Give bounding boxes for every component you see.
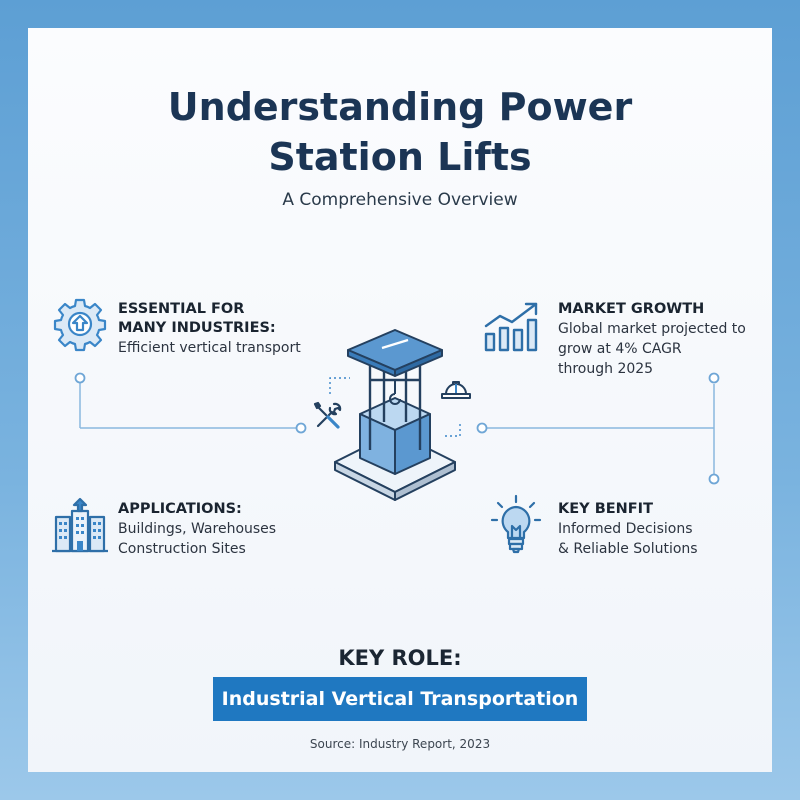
page-title: Understanding Power Station Lifts — [167, 85, 633, 179]
tools-icon — [313, 401, 342, 429]
benefit-line-2: & Reliable Solutions — [558, 541, 698, 557]
benefit-line-1: Informed Decisions — [558, 521, 693, 537]
essential-block: ESSENTIAL FOR MANY INDUSTRIES: Efficient… — [118, 300, 318, 358]
benefit-heading: KEY BENFIT — [558, 501, 653, 517]
key-role-label: KEY ROLE: — [338, 646, 462, 670]
market-heading: MARKET GROWTH — [558, 301, 705, 317]
market-line-3: through 2025 — [558, 361, 654, 377]
key-role-banner: Industrial Vertical Transportation — [213, 677, 587, 721]
market-block: MARKET GROWTH Global market projected to… — [558, 300, 768, 379]
buildings-icon — [52, 497, 108, 553]
applications-heading: APPLICATIONS: — [118, 501, 242, 517]
page-subtitle: A Comprehensive Overview — [282, 190, 518, 210]
power-station-lift-illustration — [329, 329, 461, 501]
essential-heading-2: MANY INDUSTRIES: — [118, 320, 276, 336]
lightbulb-icon — [490, 494, 542, 554]
applications-block: APPLICATIONS: Buildings, Warehouses Cons… — [118, 500, 318, 559]
market-line-2: grow at 4% CAGR — [558, 341, 682, 357]
applications-line-1: Buildings, Warehouses — [118, 521, 277, 537]
benefit-block: KEY BENFIT Informed Decisions & Reliable… — [558, 500, 768, 559]
essential-heading-1: ESSENTIAL FOR — [118, 301, 245, 317]
growth-chart-icon — [484, 302, 538, 352]
gear-arrow-icon — [53, 298, 107, 352]
essential-body: Efficient vertical transport — [118, 340, 301, 356]
applications-line-2: Construction Sites — [118, 541, 246, 557]
source-note: Source: Industry Report, 2023 — [309, 737, 491, 751]
hard-hat-icon — [441, 381, 471, 399]
market-line-1: Global market projected to — [558, 321, 746, 337]
